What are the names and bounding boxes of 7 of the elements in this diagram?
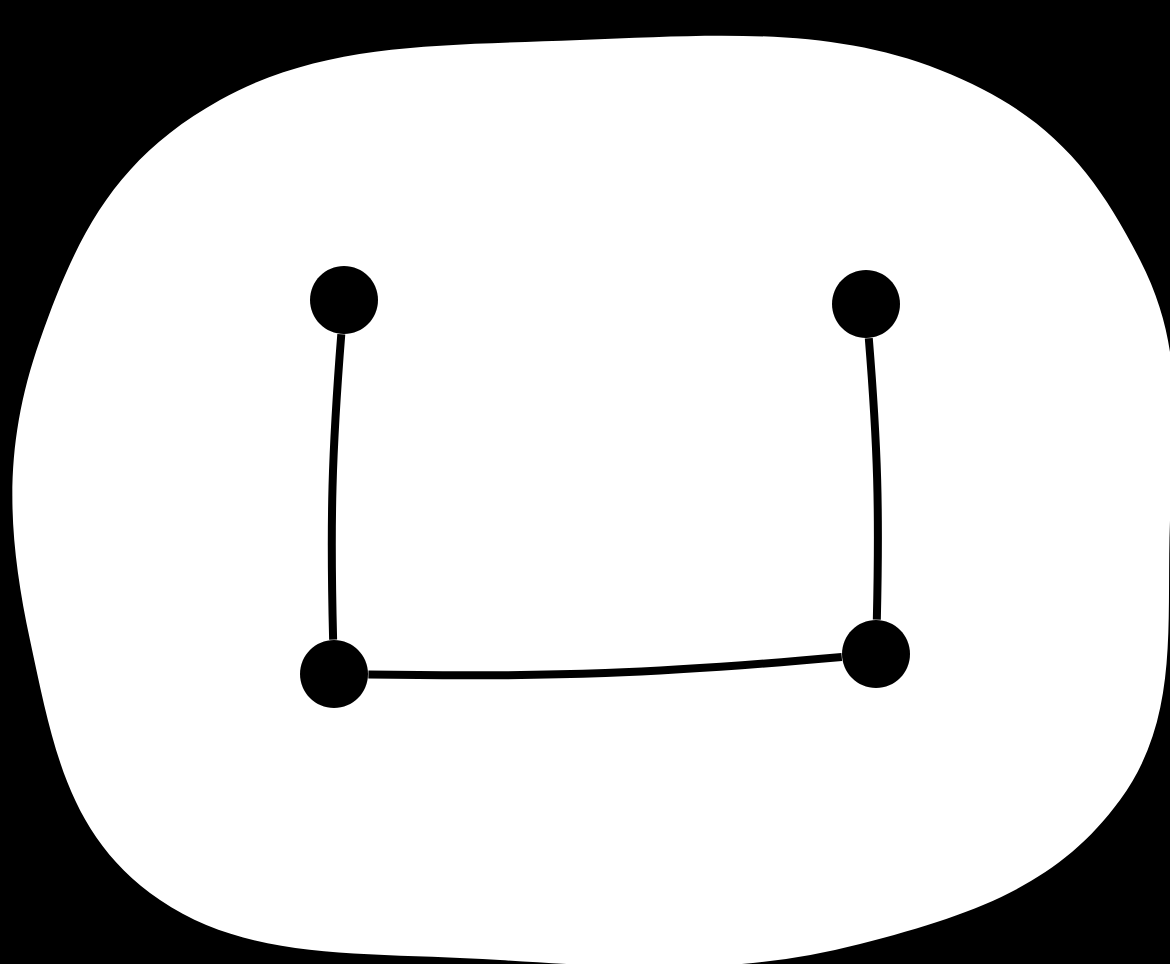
dot xyxy=(300,640,368,708)
connector-line xyxy=(368,653,843,680)
dot xyxy=(310,266,378,334)
dot xyxy=(842,620,910,688)
connector-line xyxy=(327,333,346,640)
connector-line xyxy=(864,337,882,620)
dot xyxy=(832,270,900,338)
